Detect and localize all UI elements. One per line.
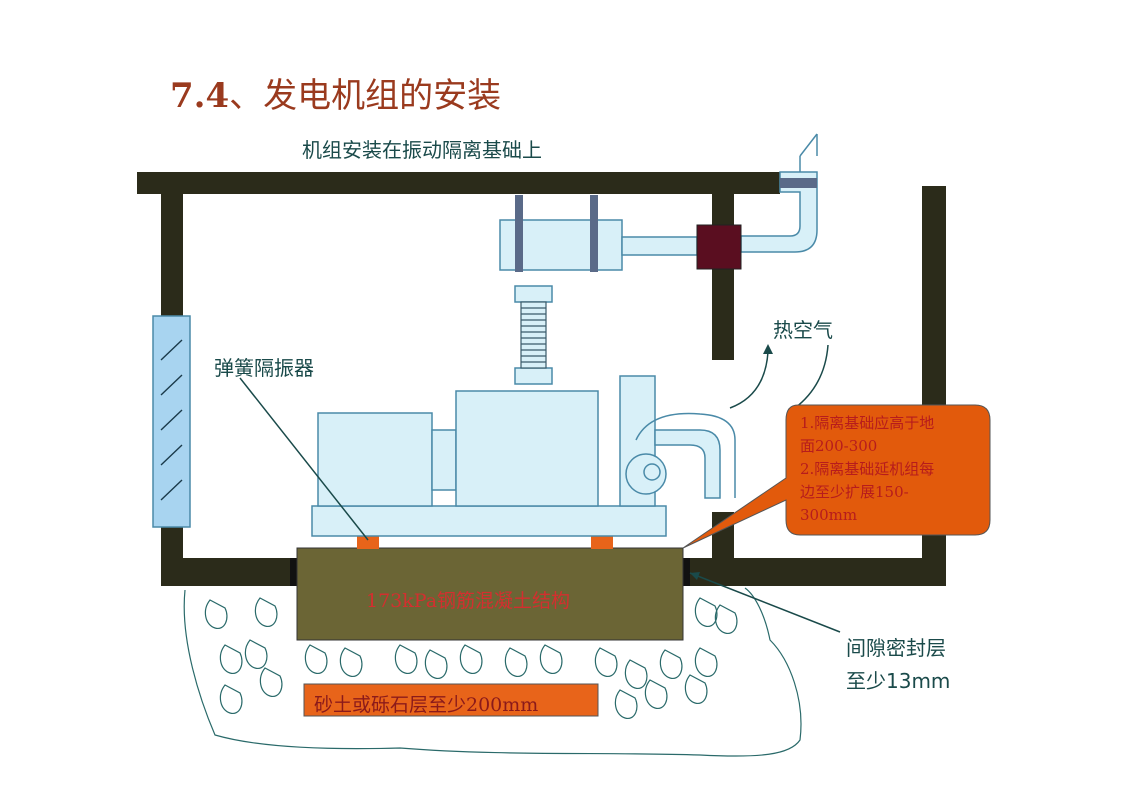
exhaust-tip-cap <box>799 133 818 157</box>
gap-seal-label-line2: 至少13mm <box>846 669 951 693</box>
gap-seal-right <box>683 558 690 586</box>
spring-isolator-label: 弹簧隔振器 <box>214 356 314 380</box>
fan-hub <box>643 463 661 481</box>
exhaust-bellows <box>520 301 547 369</box>
subtitle: 机组安装在振动隔离基础上 <box>302 138 542 162</box>
hot-air-label: 热空气 <box>773 318 833 342</box>
soil-outline <box>183 587 802 757</box>
floor-right <box>690 558 946 586</box>
generator-set <box>311 134 818 537</box>
fan-duct <box>654 429 721 499</box>
coupling <box>431 429 457 491</box>
floor-left <box>161 558 293 586</box>
window <box>152 315 191 528</box>
title-number: 7.4 <box>170 76 230 116</box>
window-hatching <box>160 339 183 501</box>
callout-text: 1.隔离基础应高于地 面200-300 2.隔离基础延机组每 边至少扩展150-… <box>800 412 985 527</box>
exhaust-stack <box>740 171 818 253</box>
callout-line-5: 300mm <box>800 506 858 524</box>
gravel-label: 砂土或砾石层至少200mm <box>314 694 539 716</box>
gap-seal-left <box>290 558 297 586</box>
fan-duct-outer <box>635 412 736 498</box>
concrete-foundation <box>296 547 684 641</box>
exhaust-flange-upper <box>514 285 553 303</box>
spring-isolator-pointer <box>239 377 369 541</box>
exhaust-flange-lower <box>514 367 553 385</box>
exhaust-outlet-pipe <box>621 236 698 256</box>
gap-seal-pointer <box>689 572 841 633</box>
muffler-box <box>696 224 742 270</box>
spring-pad-right <box>591 535 613 549</box>
slide-title: 7.4、发电机组的安装 <box>170 68 501 117</box>
callout-line-4: 边至少扩展150- <box>800 483 909 501</box>
baffle-upper <box>712 194 734 360</box>
engine-block <box>455 390 599 507</box>
callout-line-3: 2.隔离基础延机组每 <box>800 460 935 478</box>
roof-slab <box>137 172 780 194</box>
hot-air-arrows <box>729 344 829 409</box>
gravel-layer-bar <box>303 683 599 717</box>
skid-base <box>311 505 667 537</box>
silencer-bands <box>515 195 598 272</box>
gap-seal-arrowhead <box>690 572 700 580</box>
soil-pebbles <box>204 597 738 720</box>
alternator <box>317 412 433 507</box>
concrete-label: 173kPa钢筋混凝土结构 <box>366 590 571 612</box>
title-text: 、发电机组的安装 <box>229 76 502 116</box>
spring-pad-left <box>357 535 379 549</box>
roof-pipe-connector <box>780 178 817 188</box>
callout-bubble <box>682 404 991 549</box>
callout-line-1: 1.隔离基础应高于地 <box>800 414 935 432</box>
callout-line-2: 面200-300 <box>800 437 878 455</box>
gap-seal-label-line1: 间隙密封层 <box>846 636 946 660</box>
